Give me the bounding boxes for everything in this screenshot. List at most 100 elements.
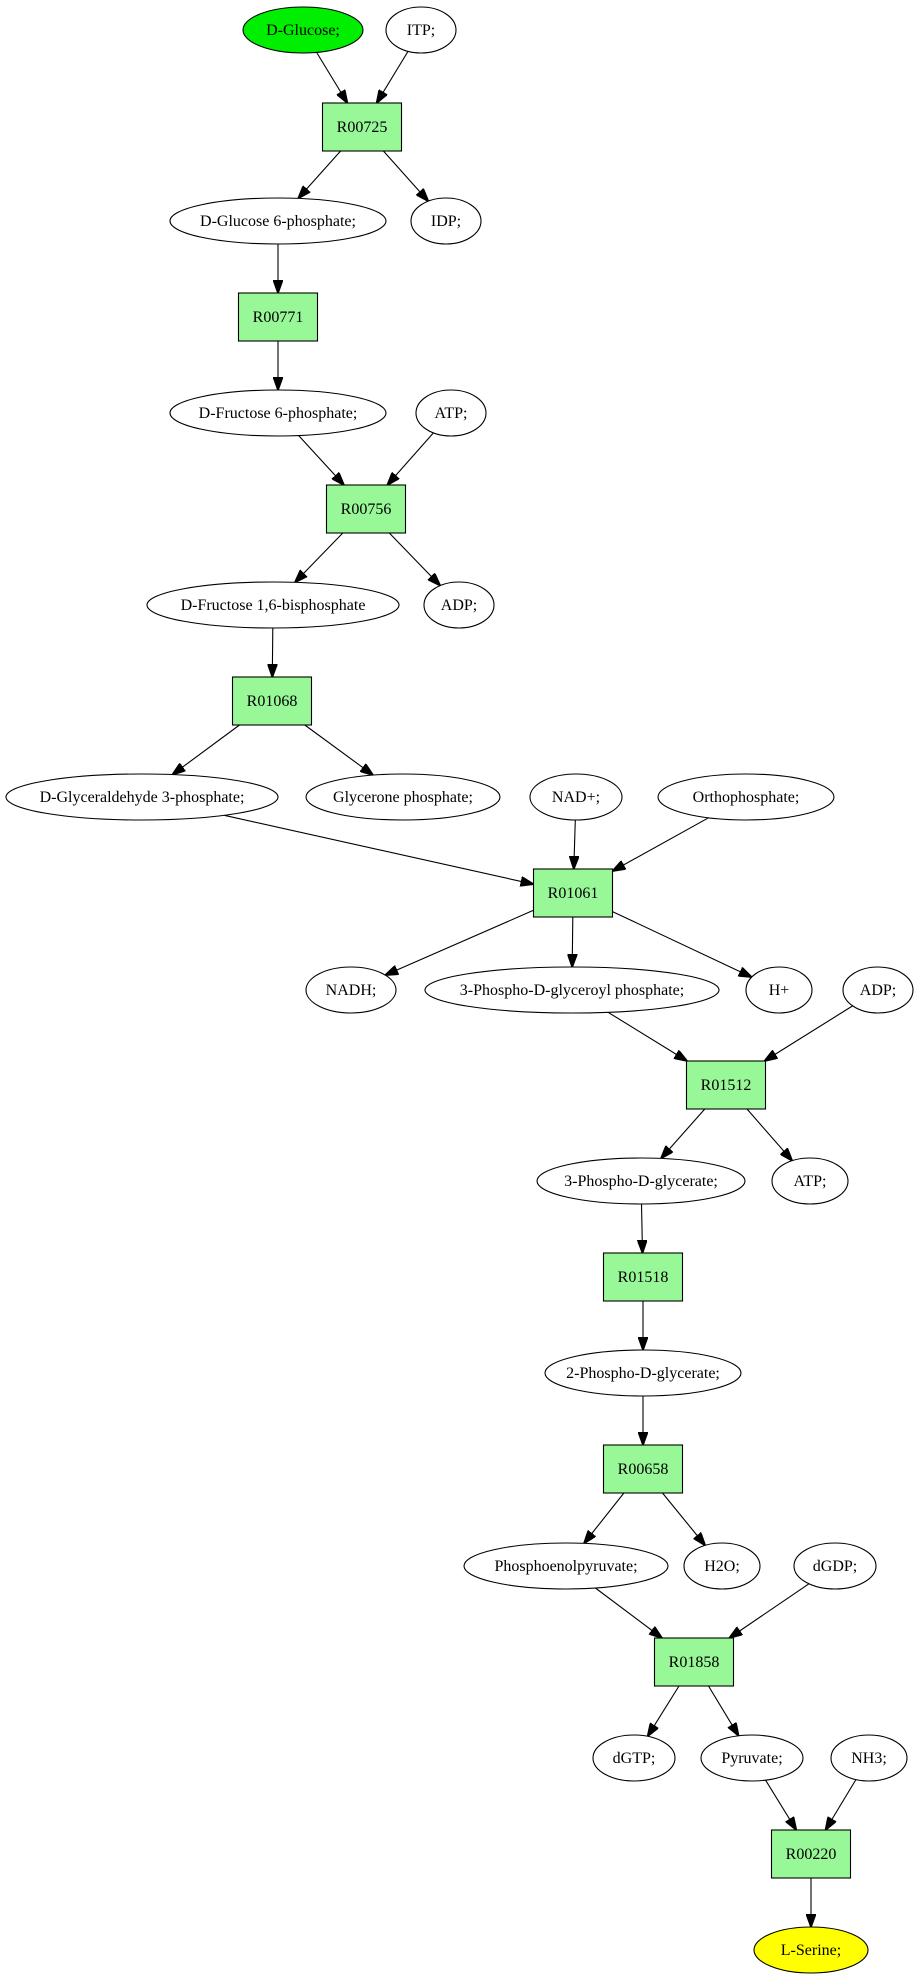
- compound-ellipse: [305, 966, 397, 1014]
- reaction-node-r01518[interactable]: R01518: [602, 1252, 684, 1302]
- compound-ellipse: [700, 1734, 804, 1782]
- node-label: Orthophosphate;: [693, 789, 800, 806]
- compound-node-orthophosphate[interactable]: Orthophosphate;: [657, 773, 835, 821]
- compound-node-nh3[interactable]: NH3;: [830, 1734, 908, 1782]
- reaction-box: [653, 1637, 735, 1687]
- reaction-node-r01061[interactable]: R01061: [532, 868, 614, 918]
- compound-node-h2o[interactable]: H2O;: [683, 1542, 761, 1590]
- compound-node-atp[interactable]: ATP;: [415, 389, 487, 437]
- reaction-node-r00658[interactable]: R00658: [602, 1444, 684, 1494]
- compound-node-phosphoenolpyruvate[interactable]: Phosphoenolpyruvate;: [463, 1542, 669, 1590]
- edge-R00658-to-h2o: [662, 1492, 706, 1545]
- compound-node-d-fructose-1-6-bisphosphate[interactable]: D-Fructose 1,6-bisphosphate: [146, 581, 400, 629]
- node-label: NADH;: [326, 982, 377, 999]
- node-label: dGDP;: [813, 1558, 857, 1575]
- edge-R00725-to-g6p: [298, 150, 342, 198]
- edge-R01858-to-dgtp: [648, 1685, 680, 1736]
- edge-fbp-to-R01068: [272, 627, 273, 677]
- node-label: Glycerone phosphate;: [333, 789, 473, 806]
- edges-layer: [172, 51, 857, 1927]
- compound-node-adp[interactable]: ADP;: [842, 966, 914, 1014]
- compound-node-pyruvate[interactable]: Pyruvate;: [700, 1734, 804, 1782]
- edge-bpg-to-R01512: [607, 1011, 687, 1061]
- compound-ellipse: [410, 197, 482, 245]
- node-label: R00725: [337, 119, 388, 136]
- node-label: L-Serine;: [781, 1942, 841, 1959]
- reaction-box: [602, 1444, 684, 1494]
- node-label: ADP;: [441, 597, 477, 614]
- compound-node-atp[interactable]: ATP;: [771, 1157, 849, 1205]
- reaction-node-r00756[interactable]: R00756: [325, 484, 407, 534]
- edge-R00756-to-fbp: [295, 532, 344, 582]
- compound-node-d-glucose[interactable]: D-Glucose;: [242, 6, 364, 54]
- compound-node-itp[interactable]: ITP;: [385, 6, 457, 54]
- compound-node-nad[interactable]: NAD+;: [529, 773, 623, 821]
- compound-ellipse: [745, 966, 813, 1014]
- edge-glucose-to-R00725: [316, 52, 348, 103]
- compound-node-nadh[interactable]: NADH;: [305, 966, 397, 1014]
- compound-node-2-phospho-d-glycerate[interactable]: 2-Phospho-D-glycerate;: [544, 1349, 742, 1397]
- edge-R00756-to-adp1: [388, 532, 440, 586]
- reaction-box: [231, 676, 313, 726]
- edge-R00658-to-pep: [584, 1492, 625, 1543]
- node-label: NAD+;: [552, 789, 600, 806]
- reaction-box: [532, 868, 614, 918]
- compound-node-dgdp[interactable]: dGDP;: [793, 1542, 877, 1590]
- reaction-box: [685, 1060, 767, 1110]
- node-label: D-Glucose;: [266, 22, 340, 39]
- compound-ellipse: [146, 581, 400, 629]
- reaction-box: [602, 1252, 684, 1302]
- edge-3pg-to-R01518: [642, 1203, 643, 1253]
- node-label: R01858: [669, 1654, 720, 1671]
- compound-node-3-phospho-d-glycerate[interactable]: 3-Phospho-D-glycerate;: [536, 1157, 746, 1205]
- compound-node-3-phospho-d-glyceroyl-phosphate[interactable]: 3-Phospho-D-glyceroyl phosphate;: [424, 966, 720, 1014]
- reaction-node-r00771[interactable]: R00771: [237, 292, 319, 342]
- reaction-box: [325, 484, 407, 534]
- compound-ellipse: [5, 773, 279, 821]
- reaction-node-r01512[interactable]: R01512: [685, 1060, 767, 1110]
- node-label: D-Fructose 1,6-bisphosphate: [181, 597, 366, 614]
- edge-R01068-to-dhap: [304, 724, 373, 775]
- compound-ellipse: [536, 1157, 746, 1205]
- edge-pyr-to-R00220: [765, 1779, 797, 1830]
- reaction-node-r01858[interactable]: R01858: [653, 1637, 735, 1687]
- node-label: R01512: [701, 1077, 752, 1094]
- compound-node-l-serine[interactable]: L-Serine;: [753, 1926, 869, 1974]
- compound-ellipse: [771, 1157, 849, 1205]
- node-label: dGTP;: [613, 1750, 656, 1767]
- compound-node-adp[interactable]: ADP;: [423, 581, 495, 629]
- compound-node-idp[interactable]: IDP;: [410, 197, 482, 245]
- compound-ellipse: [753, 1926, 869, 1974]
- compound-ellipse: [830, 1734, 908, 1782]
- edge-itp-to-R00725: [377, 51, 409, 103]
- node-label: NH3;: [851, 1750, 887, 1767]
- reaction-node-r00220[interactable]: R00220: [770, 1829, 852, 1879]
- edge-pi-to-R01061: [613, 817, 709, 871]
- reaction-node-r01068[interactable]: R01068: [231, 676, 313, 726]
- edge-dgdp-to-R01858: [729, 1583, 810, 1638]
- compound-node-h[interactable]: H+: [745, 966, 813, 1014]
- node-label: R00771: [253, 309, 304, 326]
- compound-ellipse: [415, 389, 487, 437]
- compound-node-dgtp[interactable]: dGTP;: [592, 1734, 676, 1782]
- compound-node-glycerone-phosphate[interactable]: Glycerone phosphate;: [305, 773, 501, 821]
- node-label: R01518: [618, 1269, 669, 1286]
- node-label: IDP;: [431, 213, 461, 230]
- edge-nad-to-R01061: [574, 819, 576, 869]
- compound-ellipse: [793, 1542, 877, 1590]
- edge-R01061-to-h: [612, 911, 752, 978]
- compound-node-d-glyceraldehyde-3-phosphate[interactable]: D-Glyceraldehyde 3-phosphate;: [5, 773, 279, 821]
- edge-gap-to-R01061: [224, 814, 533, 884]
- compound-node-d-glucose-6-phosphate[interactable]: D-Glucose 6-phosphate;: [169, 197, 387, 245]
- compound-ellipse: [592, 1734, 676, 1782]
- node-label: ATP;: [794, 1173, 827, 1190]
- edge-R01061-to-nadh: [385, 909, 534, 975]
- compound-ellipse: [544, 1349, 742, 1397]
- edge-R01512-to-3pg: [661, 1108, 706, 1158]
- compound-ellipse: [305, 773, 501, 821]
- compound-node-d-fructose-6-phosphate[interactable]: D-Fructose 6-phosphate;: [169, 389, 387, 437]
- reaction-node-r00725[interactable]: R00725: [321, 102, 403, 152]
- node-label: 3-Phospho-D-glyceroyl phosphate;: [460, 982, 684, 999]
